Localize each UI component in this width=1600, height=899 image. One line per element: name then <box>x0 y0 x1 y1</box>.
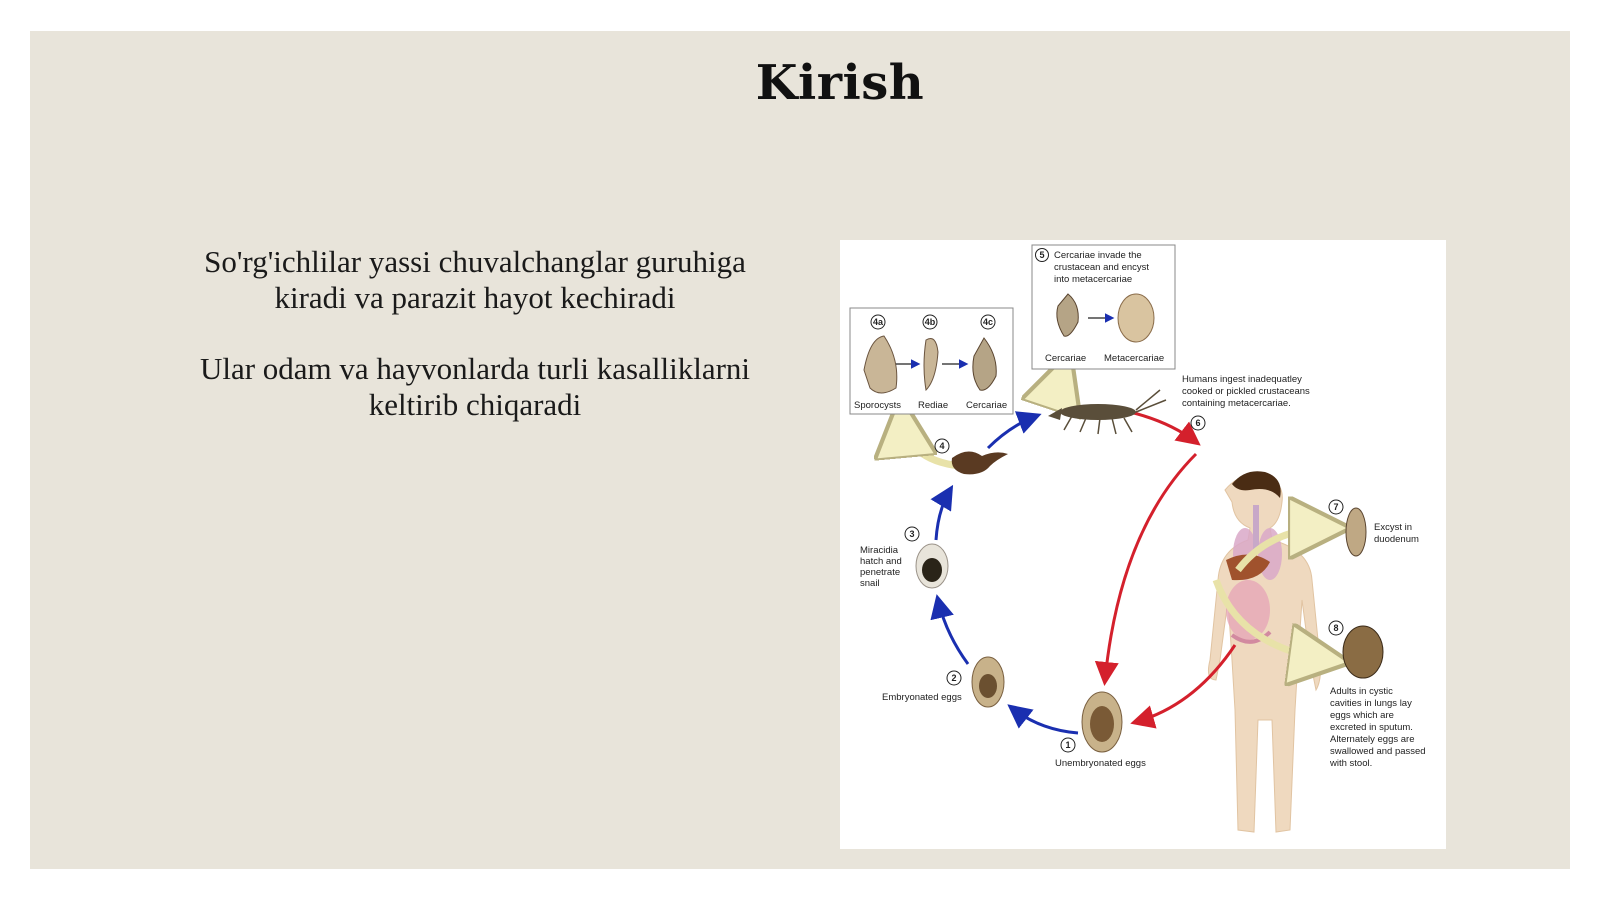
arrow-human-to-eggs <box>1094 452 1198 686</box>
stage-6-line-3: containing metacercariae. <box>1182 398 1291 409</box>
arrow-crustacean-to-cercariae-box <box>1062 370 1068 406</box>
sporocysts-label: Sporocysts <box>854 400 901 411</box>
stage-8-line-3: eggs which are <box>1330 710 1394 721</box>
arrow-snail-to-stages <box>902 416 961 470</box>
stage-8-number: 8 <box>1333 623 1338 633</box>
stage-8-line-7: with stool. <box>1329 758 1372 769</box>
stage-5-text-line-2: crustacean and encyst <box>1054 262 1149 273</box>
stage-3-line-1: Miracidia <box>860 545 899 556</box>
arrow-duodenum <box>1235 528 1330 573</box>
arrow-crustacean-to-human <box>1129 410 1201 446</box>
stage-5-cercariae-label: Cercariae <box>1045 353 1086 364</box>
snail-image <box>951 451 1008 475</box>
stage-3-number: 3 <box>909 529 914 539</box>
stage-8-line-4: excreted in sputum. <box>1330 722 1413 733</box>
stage-4-number: 4 <box>939 441 944 451</box>
arrow-eggs-to-embryonated <box>1007 704 1079 735</box>
stage-2-label: Embryonated eggs <box>882 692 962 703</box>
stage-5-number: 5 <box>1039 250 1044 260</box>
stage-8-line-1: Adults in cystic <box>1330 686 1393 697</box>
crustacean-image <box>1048 389 1167 435</box>
stage-4a-number: 4a <box>873 317 884 327</box>
stage-6-line-1: Humans ingest inadequatley <box>1182 374 1302 385</box>
arrow-lungs-to-eggs <box>1130 644 1237 729</box>
stage-6-number: 6 <box>1195 418 1200 428</box>
stage-1-number: 1 <box>1065 740 1070 750</box>
stage-8-line-2: cavities in lungs lay <box>1330 698 1412 709</box>
stage-7-number: 7 <box>1333 502 1338 512</box>
intro-paragraph-1: So'rg'ichlilar yassi chuvalchanglar guru… <box>135 244 815 316</box>
stage-3-line-4: snail <box>860 578 880 589</box>
human-figure <box>1208 471 1321 833</box>
paragraph-1-line-1: So'rg'ichlilar yassi chuvalchanglar guru… <box>204 244 746 279</box>
stage-1-label: Unembryonated eggs <box>1055 758 1146 769</box>
cercariae-label: Cercariae <box>966 400 1007 411</box>
paragraph-1-line-2: kiradi va parazit hayot kechiradi <box>274 280 676 315</box>
stage-7-line-1: Excyst in <box>1374 522 1412 533</box>
lifecycle-diagram-svg: 4a 4b 4c Sporocysts Rediae Cercariae 5 C… <box>849 244 1426 833</box>
stage-3-line-3: penetrate <box>860 567 900 578</box>
stage-2-number: 2 <box>951 673 956 683</box>
stage-6-line-2: cooked or pickled crustaceans <box>1182 386 1310 397</box>
stage-5-text-line-3: into metacercariae <box>1054 274 1132 285</box>
slide-title: Kirish <box>755 55 925 111</box>
metacercariae-label: Metacercariae <box>1104 353 1164 364</box>
stage-8-line-5: Alternately eggs are <box>1330 734 1415 745</box>
stage-3-line-2: hatch and <box>860 556 902 567</box>
arrow-embryonated-to-miracidia <box>930 594 970 665</box>
stage-8-line-6: swallowed and passed <box>1330 746 1426 757</box>
arrow-snail-to-crustacean <box>986 411 1042 450</box>
paragraph-2-line-2: keltirib chiqaradi <box>368 387 582 422</box>
stage-4c-number: 4c <box>983 317 993 327</box>
slide: Kirish So'rg'ichlilar yassi chuvalchangl… <box>30 31 1570 869</box>
stage-7-line-2: duodenum <box>1374 534 1419 545</box>
arrow-lungs <box>1212 578 1330 660</box>
paragraph-2-line-1: Ular odam va hayvonlarda turli kasallikl… <box>199 351 751 386</box>
stage-5-text-line-1: Cercariae invade the <box>1054 250 1142 261</box>
lifecycle-diagram: 4a 4b 4c Sporocysts Rediae Cercariae 5 C… <box>840 240 1446 849</box>
rediae-label: Rediae <box>918 400 948 411</box>
intro-paragraph-2: Ular odam va hayvonlarda turli kasallikl… <box>135 351 815 423</box>
arrow-miracidia-to-snail <box>930 484 954 541</box>
stage-4b-number: 4b <box>925 317 936 327</box>
